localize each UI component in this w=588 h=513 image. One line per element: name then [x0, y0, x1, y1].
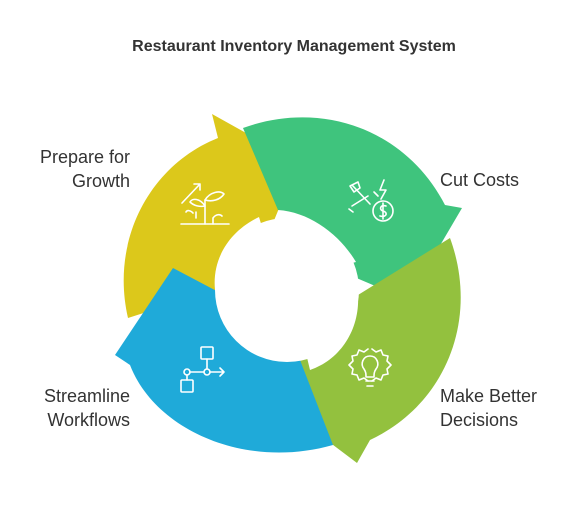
label-make-better-decisions: Make Better Decisions: [440, 384, 537, 432]
workflow-icon: [180, 346, 225, 393]
growth-plant-icon: [180, 183, 230, 225]
label-line: Decisions: [440, 410, 519, 430]
label-line: Cut Costs: [440, 170, 520, 190]
label-line: Prepare for: [39, 147, 130, 167]
cost-cut-icon: [348, 179, 394, 222]
segment-streamline-workflows: [115, 268, 333, 453]
label-line: Streamline: [43, 386, 130, 406]
center-hole: [215, 218, 359, 362]
segment-make-better-decisions: [277, 238, 461, 463]
label-streamline-workflows: Streamline Workflows: [44, 384, 130, 432]
segment-prepare-for-growth: [123, 114, 298, 318]
label-line: Workflows: [47, 410, 130, 430]
lightbulb-gear-icon: [348, 348, 392, 387]
diagram-title: Restaurant Inventory Management System: [132, 38, 456, 55]
label-line: Growth: [71, 171, 130, 191]
label-line: Make Better: [440, 386, 538, 406]
label-prepare-for-growth: Prepare for Growth: [40, 145, 130, 193]
segment-cut-costs: [243, 117, 462, 301]
label-cut-costs: Cut Costs: [440, 168, 519, 192]
